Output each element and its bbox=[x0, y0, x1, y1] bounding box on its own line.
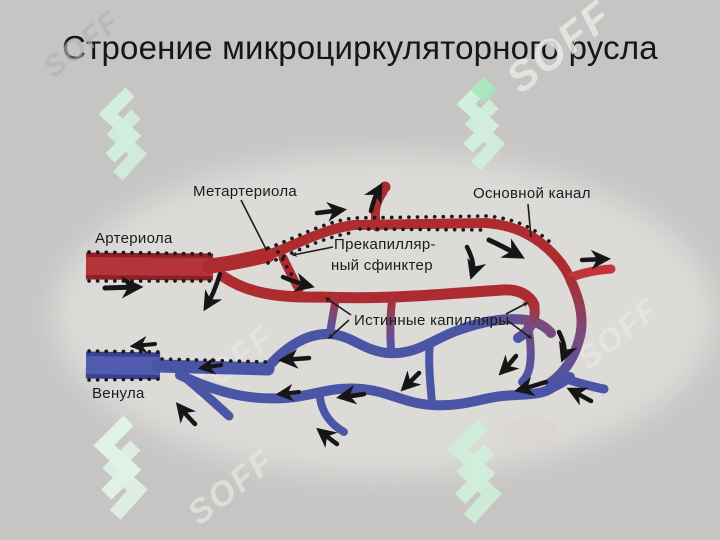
watermark-blob bbox=[502, 416, 558, 448]
flow-arrow bbox=[280, 272, 315, 293]
true-capillaries-pointer bbox=[327, 319, 350, 339]
flow-arrow bbox=[314, 201, 347, 222]
diagram-canvas bbox=[53, 153, 717, 477]
flow-arrow bbox=[579, 249, 611, 270]
watermark-text: SOFF bbox=[37, 4, 127, 84]
flow-arrow bbox=[556, 329, 578, 363]
soff-logo-icon bbox=[108, 92, 138, 176]
main-channel-vessel bbox=[481, 218, 576, 286]
flow-arrow bbox=[364, 182, 383, 214]
slide-title: Строение микроциркуляторного русла bbox=[62, 29, 658, 66]
diagram-labels: Артериола Метартериола Основной канал Пр… bbox=[92, 183, 591, 402]
capillary-transition-right bbox=[513, 300, 540, 343]
true-capillaries-label: Истинные капилляры bbox=[354, 312, 509, 329]
capillary-lower-wavy bbox=[175, 370, 558, 411]
metarteriole-label: Метартериола bbox=[193, 183, 297, 200]
venule-label: Венула bbox=[92, 385, 145, 402]
capillary-link-mid bbox=[425, 340, 436, 407]
precapillary-sphincter-label-line1: Прекапилляр- bbox=[334, 236, 436, 253]
soff-logo-icon bbox=[104, 421, 138, 515]
flow-arrows bbox=[102, 182, 611, 449]
flow-arrow bbox=[336, 384, 367, 405]
sphincter-pointer bbox=[291, 246, 334, 257]
label-pointers bbox=[240, 199, 533, 339]
flow-arrow bbox=[102, 276, 144, 299]
true-capillaries-pointer bbox=[505, 302, 529, 315]
venule-vessel-core bbox=[85, 356, 161, 375]
venous-right-stub bbox=[561, 374, 609, 394]
flow-arrow bbox=[464, 244, 487, 280]
main-channel-label: Основной канал bbox=[473, 185, 591, 202]
capillary-red-band bbox=[218, 271, 540, 311]
flow-arrow bbox=[275, 383, 301, 402]
flow-arrow bbox=[316, 427, 340, 449]
flow-arrow bbox=[514, 376, 549, 397]
true-capillaries-pointer bbox=[324, 297, 352, 316]
flow-arrow bbox=[175, 402, 198, 427]
precapillary-sphincter-label-line2: ный сфинктер bbox=[331, 257, 433, 274]
flow-arrow bbox=[203, 271, 223, 312]
arteriole-vessel-core bbox=[85, 257, 214, 276]
venous-bottom-stub bbox=[316, 394, 348, 436]
flow-arrow bbox=[498, 353, 520, 376]
flow-arrow bbox=[400, 370, 422, 392]
main-channel-transition bbox=[545, 276, 587, 388]
metarteriole-pointer bbox=[240, 199, 268, 252]
flow-arrow bbox=[566, 387, 594, 406]
capillary-transition-left bbox=[326, 293, 340, 337]
flow-arrow bbox=[197, 357, 223, 375]
capillary-transition-mid bbox=[386, 296, 396, 354]
flow-arrow bbox=[486, 237, 525, 259]
watermark-text: SOFF bbox=[497, 0, 620, 102]
main-channel-pointer bbox=[527, 203, 532, 238]
arteriole-label: Артериола bbox=[95, 230, 173, 247]
true-capillaries-pointer bbox=[507, 320, 533, 339]
soff-logo-diamond-icon bbox=[471, 77, 498, 103]
flow-arrow bbox=[278, 348, 312, 369]
flow-arrow bbox=[129, 335, 157, 354]
